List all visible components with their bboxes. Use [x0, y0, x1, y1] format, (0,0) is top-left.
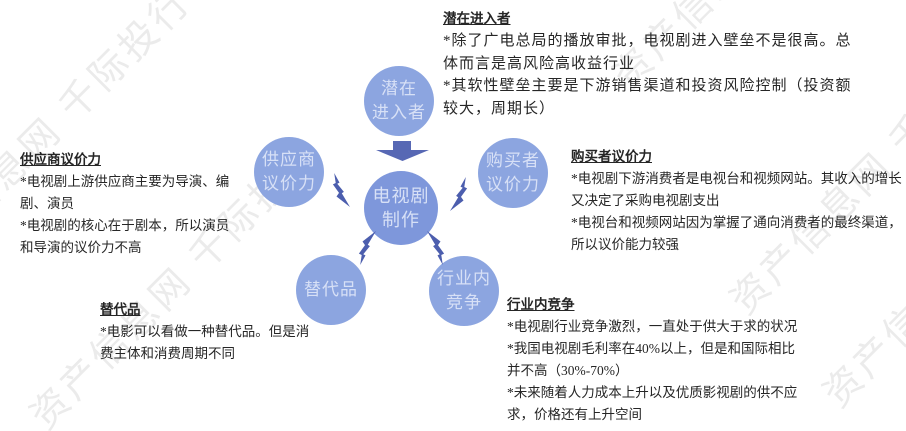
note-buyer-power: 购买者议价力 *电视剧下游消费者是电视台和视频网站。其收入的增长又决定了采购电视…	[571, 146, 906, 256]
node-label: 制作	[382, 210, 420, 230]
note-heading: 购买者议价力	[571, 149, 652, 164]
note-heading: 替代品	[100, 302, 141, 317]
note-potential-entrants: 潜在进入者 *除了广电总局的播放审批，电视剧进入壁垒不是很高。总体而言是高风险高…	[443, 8, 855, 120]
node-industry-rivalry: 行业内 竞争	[429, 256, 499, 326]
node-substitutes: 替代品	[296, 255, 366, 325]
note-bullet: *电视剧的核心在于剧本，所以演员和导演的议价力不高	[20, 218, 230, 255]
node-potential-entrants: 潜在 进入者	[364, 66, 434, 136]
note-bullet: *电视剧行业竞争激烈，一直处于供大于求的状况	[507, 319, 798, 334]
node-label: 进入者	[372, 103, 426, 122]
node-label: 竞争	[446, 293, 482, 312]
note-industry-rivalry: 行业内竞争 *电视剧行业竞争激烈，一直处于供大于求的状况 *我国电视剧毛利率在4…	[507, 294, 805, 426]
node-label: 潜在	[381, 79, 417, 98]
node-label: 电视剧	[372, 186, 430, 206]
note-bullet: *我国电视剧毛利率在40%以上，但是和国际相比并不高（30%-70%）	[507, 341, 795, 378]
node-label: 购买者	[486, 151, 540, 170]
lightning-arrow-icon	[427, 231, 453, 265]
node-label: 行业内	[437, 269, 491, 288]
note-heading: 供应商议价力	[20, 152, 101, 167]
node-label: 议价力	[262, 174, 316, 193]
note-bullet: *电视台和视频网站因为掌握了通向消费者的最终渠道，所以议价能力较强	[571, 215, 902, 252]
note-heading: 潜在进入者	[443, 11, 511, 26]
note-bullet: *电影可以看做一种替代品。但是消费主体和消费周期不同	[100, 324, 310, 361]
node-tv-drama-production: 电视剧 制作	[364, 171, 438, 245]
node-label: 供应商	[262, 150, 316, 169]
note-bullet: *电视剧下游消费者是电视台和视频网站。其收入的增长又决定了采购电视剧支出	[571, 171, 902, 208]
note-bullet: *未来随着人力成本上升以及优质影视剧的供不应求，价格还有上升空间	[507, 385, 798, 422]
lightning-arrow-icon	[324, 173, 350, 207]
note-bullet: *其软性壁垒主要是下游销售渠道和投资风险控制（投资额较大，周期长）	[443, 78, 852, 117]
node-buyer-power: 购买者 议价力	[478, 138, 548, 208]
node-supplier-power: 供应商 议价力	[254, 137, 324, 207]
note-heading: 行业内竞争	[507, 297, 575, 312]
lightning-arrow-icon	[350, 231, 376, 265]
lightning-arrow-icon	[450, 177, 476, 211]
node-label: 议价力	[486, 175, 540, 194]
node-label: 替代品	[304, 280, 358, 299]
note-substitutes: 替代品 *电影可以看做一种替代品。但是消费主体和消费周期不同	[100, 299, 316, 365]
down-block-arrow-icon	[376, 141, 429, 161]
note-bullet: *电视剧上游供应商主要为导演、编剧、演员	[20, 174, 230, 211]
note-supplier-power: 供应商议价力 *电视剧上游供应商主要为导演、编剧、演员 *电视剧的核心在于剧本，…	[20, 149, 235, 259]
note-bullet: *除了广电总局的播放审批，电视剧进入壁垒不是很高。总体而言是高风险高收益行业	[443, 33, 852, 72]
